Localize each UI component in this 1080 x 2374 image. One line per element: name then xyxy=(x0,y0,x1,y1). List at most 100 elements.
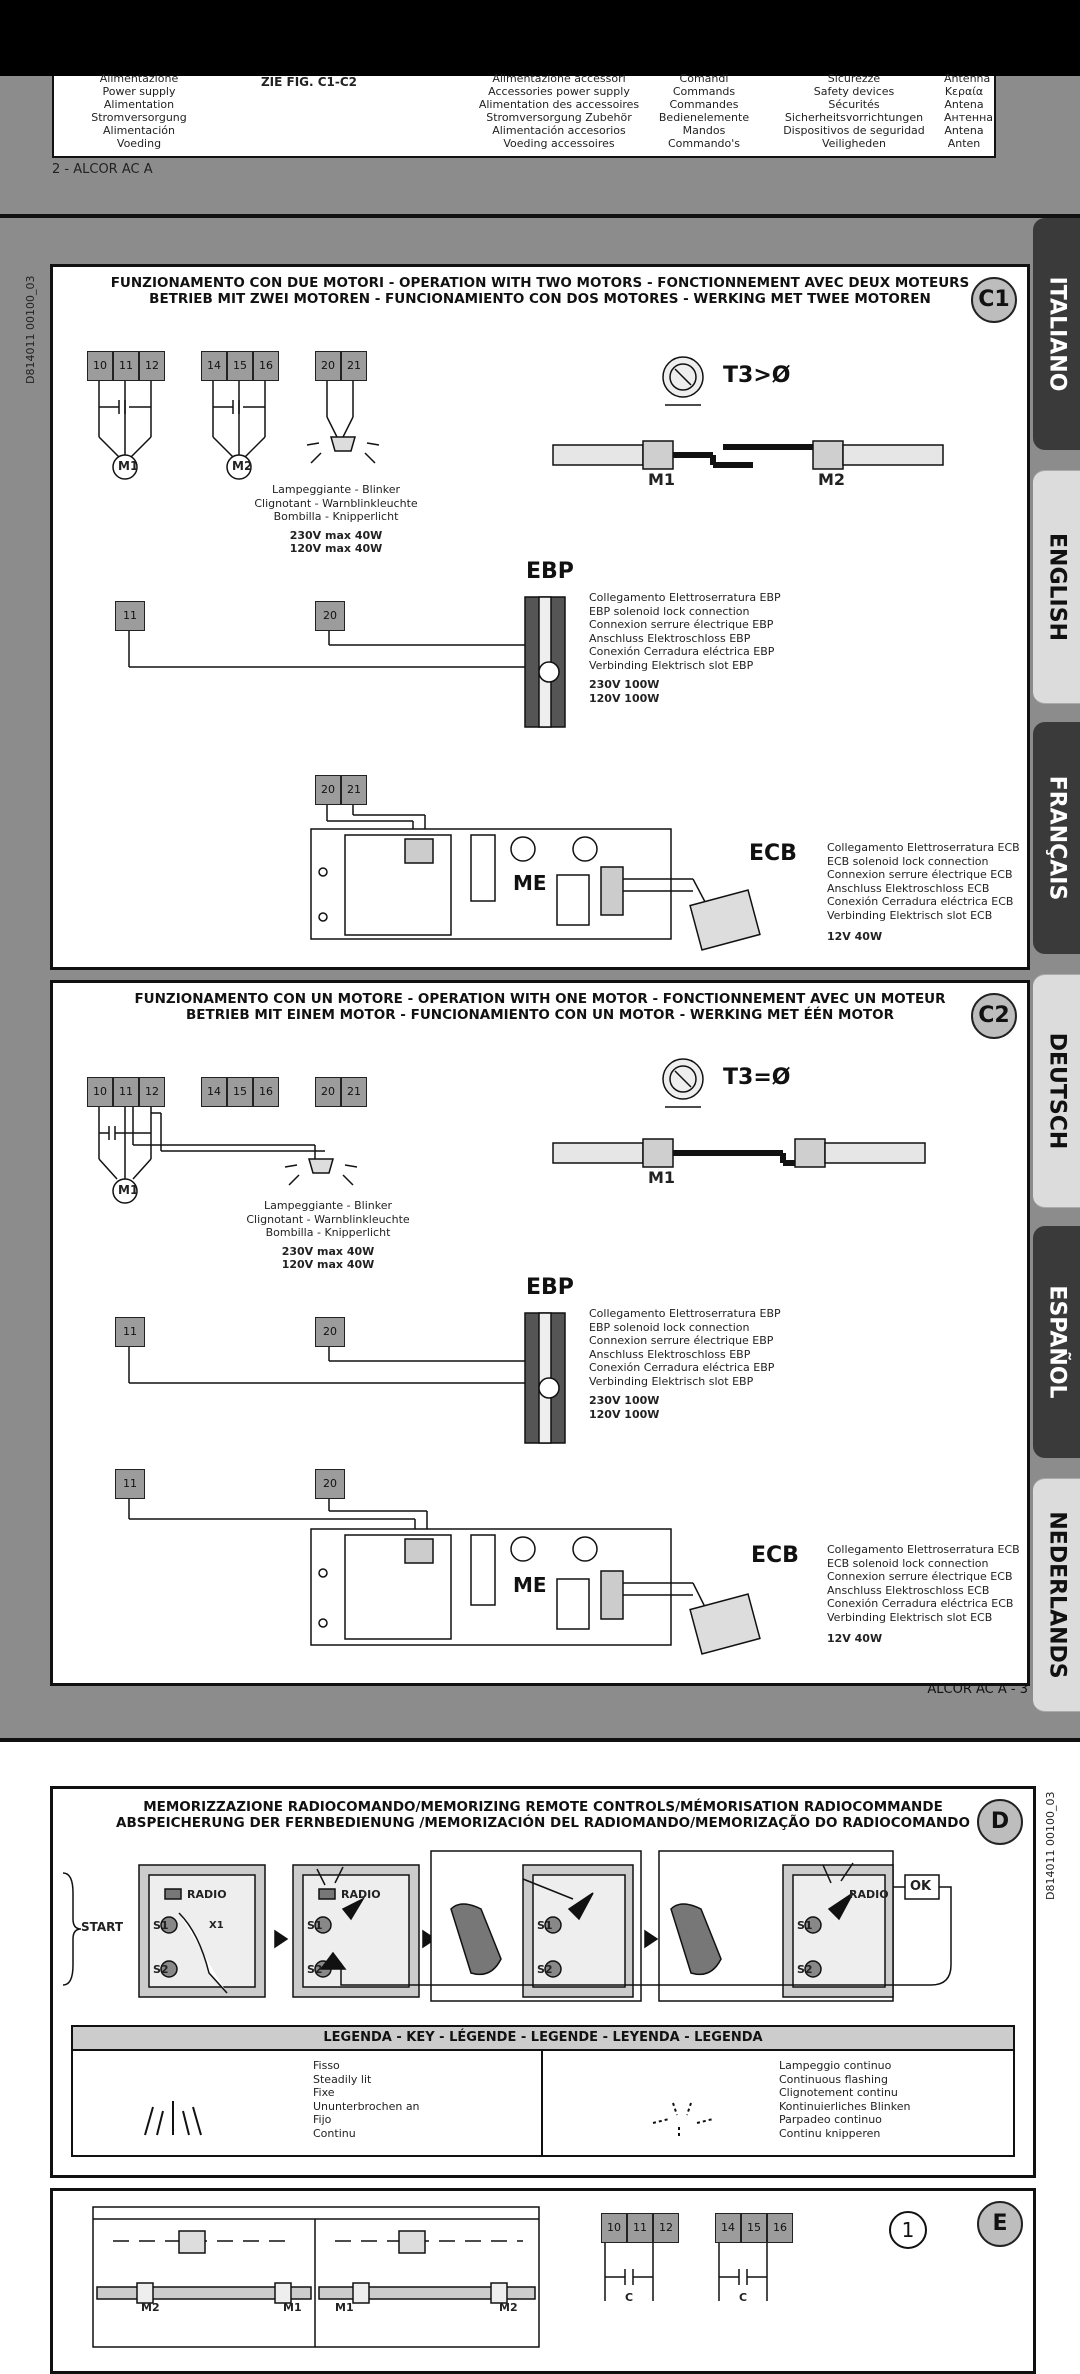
table-cell: Stromversorgung xyxy=(91,111,187,124)
ecb-text: Anschluss Elektroschloss ECB xyxy=(827,881,990,895)
e-m2-label: M2 xyxy=(141,2301,160,2314)
table-cell: Dispositivos de seguridad xyxy=(783,124,925,137)
terminal: 11 xyxy=(115,601,145,631)
tab-label: DEUTSCH xyxy=(1044,1032,1069,1150)
tab-label: NEDERLANDS xyxy=(1044,1511,1069,1679)
legend-divider xyxy=(541,2051,543,2155)
lamp-text: Bombilla - Knipperlicht xyxy=(265,1226,391,1239)
ecb-description: Collegamento Elettroserratura ECB ECB so… xyxy=(827,841,1020,944)
table-cell: Antenna xyxy=(944,72,991,85)
legend-text: Lampeggio continuo xyxy=(779,2059,892,2072)
motor-m1-label: M1 xyxy=(118,459,139,473)
table-cell: Antena xyxy=(944,124,984,137)
terminal: 11 xyxy=(115,1469,145,1499)
page-divider xyxy=(0,1738,1080,1742)
terminal: 12 xyxy=(139,1077,165,1107)
s2-label: S2 xyxy=(537,1963,553,1976)
lamp-power: 230V max 40W xyxy=(289,528,383,542)
ecb-text: Conexión Cerradura eléctrica ECB xyxy=(827,1597,1014,1610)
c2-ecb-drawing xyxy=(128,1499,761,1655)
tab-deutsch: DEUTSCH xyxy=(1033,974,1080,1208)
start-label: START xyxy=(81,1920,124,1934)
page-3: D814011 00100_03 ITALIANO ENGLISH FRANÇA… xyxy=(0,218,1080,1738)
legend-text: Continu xyxy=(313,2126,356,2140)
legend-text: Steadily lit xyxy=(313,2072,372,2086)
table-cell: Alimentación accesorios xyxy=(492,124,626,137)
ebp-text: Conexión Cerradura eléctrica EBP xyxy=(589,1361,775,1374)
terminal: 15 xyxy=(741,2213,767,2243)
terminal: 12 xyxy=(653,2213,679,2243)
table-cell: Voeding accessoires xyxy=(503,137,615,150)
panel-c1-title-1: FUNZIONAMENTO CON DUE MOTORI - OPERATION… xyxy=(110,275,970,291)
badge-c2: C2 xyxy=(971,993,1017,1039)
table-cell: Κεραία xyxy=(944,85,984,98)
badge-c1: C1 xyxy=(971,277,1017,323)
ebp-text: Anschluss Elektroschloss EBP xyxy=(589,1347,751,1361)
connection-table-box: Alimentazione Power supply Alimentation … xyxy=(52,72,996,158)
tab-espanol: ESPAÑOL xyxy=(1033,1226,1080,1458)
table-cell: Power supply xyxy=(102,85,176,98)
table-cell: Sicherheitsvorrichtungen xyxy=(784,111,924,124)
e-m1-label: M1 xyxy=(335,2301,354,2314)
lamp-text: Clignotant - Warnblinkleuchte xyxy=(246,1212,410,1226)
table-cell: Safety devices xyxy=(813,85,895,98)
terminal: 20 xyxy=(315,775,341,805)
lamp-power: 120V max 40W xyxy=(281,1258,375,1271)
legend-text: Continuous flashing xyxy=(779,2072,889,2086)
table-cell: Commando's xyxy=(667,137,741,150)
lamp-text: Clignotant - Warnblinkleuchte xyxy=(254,496,418,510)
terminal: 20 xyxy=(315,601,345,631)
arm-m1-label: M1 xyxy=(648,1168,676,1187)
terminal: 11 xyxy=(113,351,139,381)
ebp-text: Collegamento Elettroserratura EBP xyxy=(589,591,781,604)
tab-english: ENGLISH xyxy=(1033,470,1080,704)
c1-ebp-drawing xyxy=(128,596,566,728)
terminal: 20 xyxy=(315,351,341,381)
capacitor-label: C xyxy=(739,2291,748,2304)
d-sequence-drawing xyxy=(62,1850,952,2002)
legend-text: Continu knipperen xyxy=(779,2126,881,2140)
ebp-label: EBP xyxy=(526,559,574,584)
ecb-text: Verbinding Elektrisch slot ECB xyxy=(827,908,993,922)
tab-nederlands: NEDERLANDS xyxy=(1033,1478,1080,1712)
table-cell: Alimentation xyxy=(103,98,175,111)
lamp-text: Lampeggiante - Blinker xyxy=(271,483,400,496)
s2-label: S2 xyxy=(153,1963,169,1976)
ecb-text: Anschluss Elektroschloss ECB xyxy=(827,1583,990,1597)
c1-ecb-drawing xyxy=(310,805,761,951)
capacitor-label: C xyxy=(625,2291,634,2304)
me-label: ME xyxy=(513,871,547,895)
terminal: 21 xyxy=(341,775,367,805)
page-divider xyxy=(0,214,1080,218)
ebp-label: EBP xyxy=(526,1275,574,1300)
c2-wiring-drawing xyxy=(98,1107,358,1204)
ecb-text: ECB solenoid lock connection xyxy=(827,854,989,868)
legend-text: Fisso xyxy=(313,2059,340,2072)
table-cell: Commandes xyxy=(669,98,739,111)
terminal: 11 xyxy=(115,1317,145,1347)
panel-c2: FUNZIONAMENTO CON UN MOTORE - OPERATION … xyxy=(50,980,1030,1686)
c1-trimmer-drawing xyxy=(552,356,944,470)
step-number: 1 xyxy=(889,2211,927,2249)
legend-text: Ununterbrochen an xyxy=(313,2099,420,2113)
table-col-antenna: Antenna Κεραία Antena Антенна Antena Ant… xyxy=(944,72,993,150)
tab-label: FRANÇAIS xyxy=(1044,775,1069,901)
terminal: 12 xyxy=(139,351,165,381)
panel-d: MEMORIZZAZIONE RADIOCOMANDO/MEMORIZING R… xyxy=(50,1786,1036,2178)
e-m1-label: M1 xyxy=(283,2301,302,2314)
radio-label: RADIO xyxy=(341,1888,381,1901)
ebp-text: Anschluss Elektroschloss EBP xyxy=(589,631,751,645)
terminal: 14 xyxy=(201,351,227,381)
ecb-text: Collegamento Elettroserratura ECB xyxy=(827,1543,1020,1556)
c2-ebp-drawing xyxy=(128,1312,566,1444)
terminal: 15 xyxy=(227,1077,253,1107)
tab-italiano: ITALIANO xyxy=(1033,218,1080,450)
legend-text: Fixe xyxy=(313,2086,335,2099)
tab-label: ITALIANO xyxy=(1044,276,1069,392)
terminal: 10 xyxy=(87,1077,113,1107)
table-cell: Alimentazione xyxy=(99,72,179,85)
table-cell: Comandi xyxy=(679,72,729,85)
radio-label: RADIO xyxy=(849,1888,889,1901)
table-cell: Veiligheden xyxy=(821,137,887,150)
terminal: 20 xyxy=(315,1469,345,1499)
